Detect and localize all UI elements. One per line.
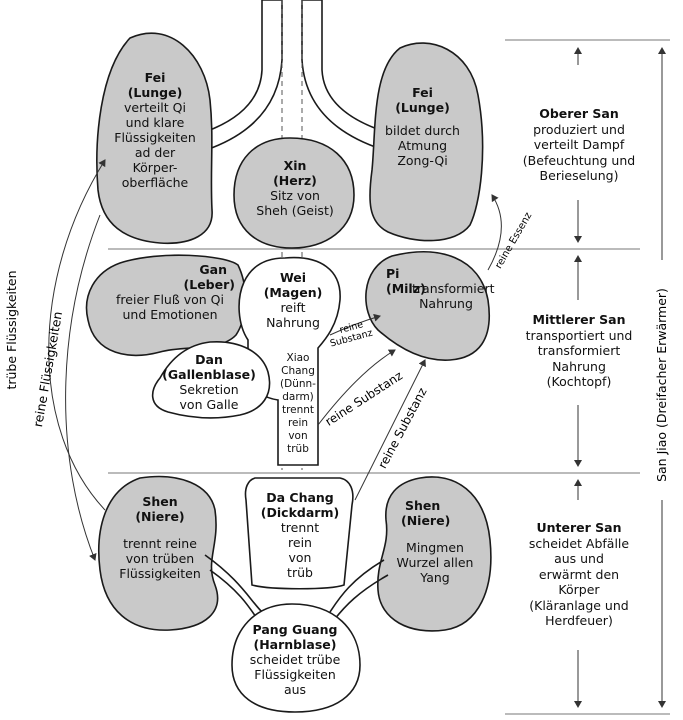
arrow-truebe xyxy=(48,159,106,511)
xiao-chang-label: Xiao Chang (Dünn- darm) trennt rein von … xyxy=(280,352,316,455)
dan-label: Dan (Gallenblase) Sekretion von Galle xyxy=(162,352,256,412)
unterer-san-block: Unterer San scheidet Abfälle aus und erw… xyxy=(528,520,630,628)
arrow-reine-substanz-low xyxy=(354,359,426,501)
label-truebe: trübe Flüssigkeiten xyxy=(4,270,19,389)
fei-left-label: Fei (Lunge) verteilt Qi und klare Flüssi… xyxy=(114,70,196,190)
arrow-reine-essenz xyxy=(487,194,502,271)
kidney-left-shape xyxy=(98,475,219,631)
arrow-reine-substanz-small xyxy=(329,313,381,336)
lung-right-shape xyxy=(369,42,484,242)
heart-shape xyxy=(233,137,355,249)
gan-label: Gan (Leber) freier Fluß von Qi und Emoti… xyxy=(116,262,235,322)
lung-left-shape xyxy=(96,32,213,245)
arrow-reine-fluessigkeiten xyxy=(65,214,101,561)
da-chang-label: Da Chang (Dickdarm) trennt rein von trüb xyxy=(260,490,340,580)
shen-left-label: Shen (Niere) trennt reine von trüben Flü… xyxy=(119,494,201,581)
bronchus-left xyxy=(204,0,283,152)
label-reine-substanz-mid: reine Substanz xyxy=(323,368,405,428)
colon-shape xyxy=(244,477,354,590)
arrow-reine-substanz-mid xyxy=(317,349,396,426)
label-san-jiao: San Jiao (Dreifacher Erwärmer) xyxy=(654,288,669,482)
gallbladder-shape xyxy=(151,341,271,419)
label-reine-fluessigkeiten: reine Flüssigkeiten xyxy=(30,310,65,428)
mittlerer-san-block: Mittlerer San transportiert und transfor… xyxy=(525,312,633,389)
wei-label: Wei (Magen) reift Nahrung xyxy=(263,270,323,330)
kidney-right-shape xyxy=(377,476,492,632)
stomach-shape xyxy=(238,256,341,466)
fei-right-label: Fei (Lunge) bildet durch Atmung Zong-Qi xyxy=(385,85,460,168)
bladder-shape xyxy=(231,603,361,713)
xin-label: Xin (Herz) Sitz von Sheh (Geist) xyxy=(256,158,334,218)
oberer-san-block: Oberer San produziert und verteilt Dampf… xyxy=(522,106,636,183)
shen-right-label: Shen (Niere) Mingmen Wurzel allen Yang xyxy=(396,498,474,585)
pang-guang-label: Pang Guang (Harnblase) scheidet trübe Fl… xyxy=(249,622,341,697)
spleen-shape xyxy=(365,251,490,361)
pi-label: Pi (Milz) transformiert Nahrung xyxy=(386,266,495,311)
label-reine-substanz-low: reine Substanz xyxy=(375,385,429,470)
